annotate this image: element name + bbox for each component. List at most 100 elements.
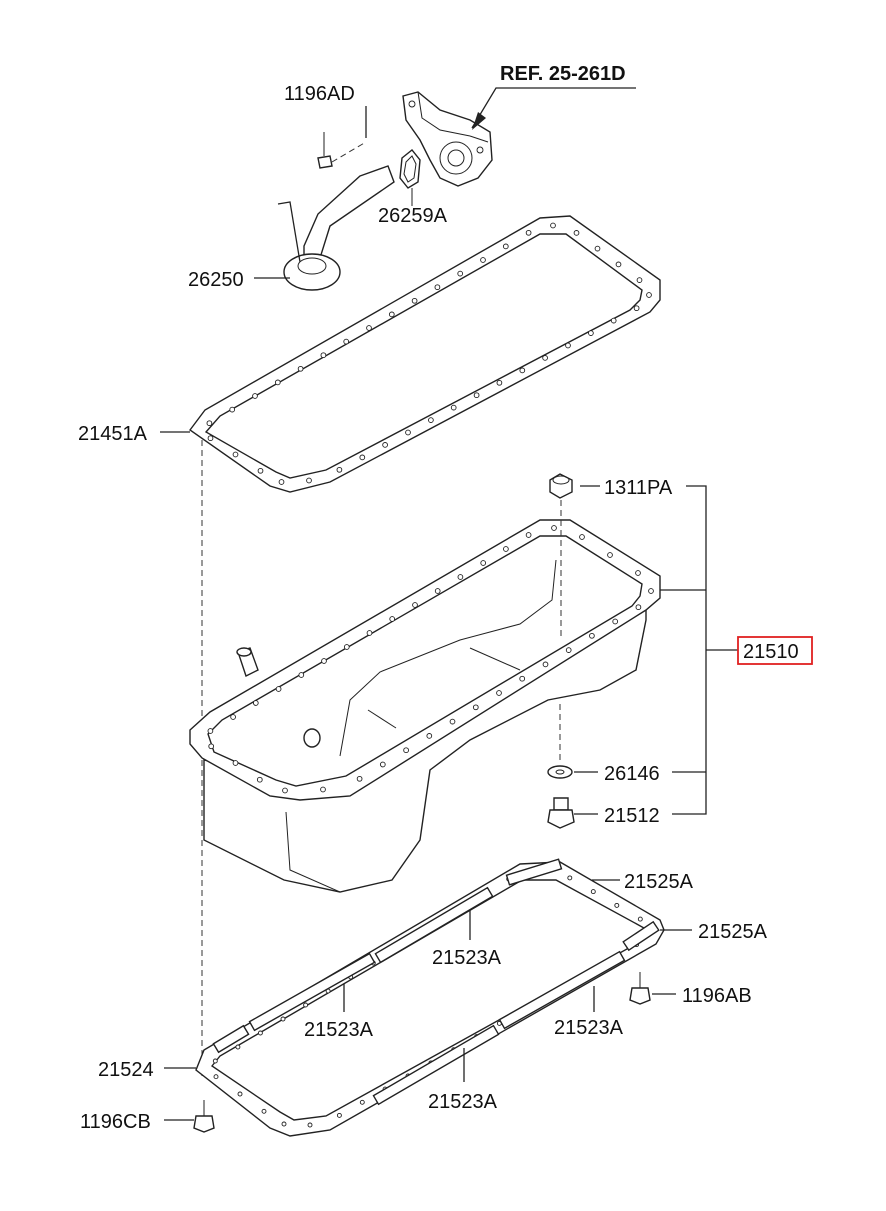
gasket-26259a [399, 149, 421, 189]
bolt-hole [615, 261, 622, 268]
bolt-hole [503, 546, 509, 552]
bolt-hole [297, 365, 304, 372]
bolt-hole [307, 1122, 313, 1128]
bolt-hole [379, 761, 386, 768]
bolt-hole [496, 690, 502, 696]
bolt-hole [280, 1016, 286, 1022]
baffle-seal-strip [248, 952, 376, 1032]
bolt-hole [261, 1108, 267, 1114]
bolt-hole [306, 477, 312, 484]
label-21510[interactable]: 21510 [743, 641, 799, 663]
oil-strainer-26250 [277, 165, 395, 291]
bolt-hole [208, 743, 215, 750]
bolt-hole [428, 417, 434, 423]
label-21524: 21524 [98, 1059, 154, 1081]
bolt-hole [633, 305, 640, 312]
label-21525a-2: 21525A [698, 921, 768, 943]
reference-leader [471, 87, 636, 129]
bolt-hole [434, 284, 441, 291]
highlight-box-21510 [737, 636, 813, 665]
bolt-hole [637, 916, 643, 922]
bolt-hole [388, 311, 395, 318]
bolt-hole [366, 630, 373, 636]
bolt-hole [588, 330, 594, 336]
bolt-hole [449, 718, 456, 725]
bolt-hole [472, 704, 479, 711]
bolt-hole [573, 230, 580, 236]
bolt-hole [320, 786, 326, 793]
baffle-seal-strip [374, 886, 494, 964]
bolt-hole [282, 787, 288, 794]
bolt-hole [589, 632, 595, 639]
bolt-hole [212, 1058, 218, 1064]
bolt-hole [412, 602, 418, 608]
nut-1311pa [549, 473, 573, 499]
label-21523a-2: 21523A [304, 1019, 374, 1041]
bolt-1196ad [317, 132, 333, 169]
bolt-hole [635, 570, 641, 576]
bolt-hole [426, 733, 433, 739]
label-26146: 26146 [604, 763, 660, 785]
reference-arrow [472, 112, 486, 130]
bolt-hole [480, 560, 487, 566]
bolt-hole [473, 392, 480, 399]
pan-gasket-21451a [189, 215, 661, 493]
baffle-seal-strip [372, 1024, 500, 1106]
bolt-hole [252, 393, 258, 399]
bolt-hole [359, 454, 366, 461]
bolt-hole [256, 776, 263, 783]
bolt-hole [612, 618, 619, 625]
bolt-hole [542, 355, 548, 361]
label-1196ad: 1196AD [284, 83, 355, 105]
bolt-hole [359, 1099, 365, 1105]
label-1311pa: 1311PA [604, 477, 673, 499]
bolt-hole [590, 889, 596, 895]
bolt-hole [303, 1002, 309, 1008]
label-21525a-1: 21525A [624, 871, 694, 893]
bolt-hole [274, 379, 281, 386]
bolt-hole [230, 714, 236, 720]
gasket-bolt-holes [206, 222, 652, 485]
bolt-hole [207, 728, 214, 734]
bolt-hole [542, 661, 549, 668]
bolt-hole [635, 604, 642, 611]
bolt-hole [320, 352, 327, 359]
bolt-hole [252, 700, 259, 706]
bolt-hole [565, 342, 571, 349]
bolt-hole [411, 297, 418, 304]
washer-26146 [547, 765, 573, 779]
label-1196ab: 1196AB [682, 985, 752, 1007]
bolt-1196ab [629, 972, 651, 1005]
bolt-hole [648, 588, 654, 594]
bolt-hole [207, 435, 214, 442]
bolt-hole [550, 222, 556, 229]
label-26250: 26250 [188, 269, 244, 291]
oil-pan-21510 [189, 519, 661, 893]
bolt-1196cb [193, 1100, 215, 1133]
pan-flange-bolt-holes [207, 525, 654, 794]
bolt-hole [519, 675, 526, 682]
baffle-seal-strip [498, 950, 626, 1030]
bolt-hole [232, 760, 239, 766]
bolt-hole [457, 574, 464, 580]
bolt-hole [403, 747, 409, 754]
label-21523a-4: 21523A [428, 1091, 498, 1113]
bolt-hole [275, 686, 282, 692]
bolt-hole [366, 325, 372, 331]
bolt-hole [457, 270, 464, 277]
bolt-hole [389, 616, 396, 622]
bolt-hole [343, 338, 350, 345]
bolt-hole [551, 525, 557, 531]
bolt-hole [257, 1030, 263, 1036]
bolt-hole [496, 379, 503, 386]
bolt-hole [343, 644, 350, 650]
bolt-hole [565, 647, 572, 653]
bolt-hole [235, 1044, 241, 1050]
bolt-hole [567, 875, 573, 881]
bolt-hole [298, 672, 305, 678]
baffle-seal-segments [212, 858, 660, 1106]
bolt-hole [336, 1112, 342, 1118]
bolt-hole [579, 534, 585, 540]
bolt-hole [525, 229, 532, 236]
